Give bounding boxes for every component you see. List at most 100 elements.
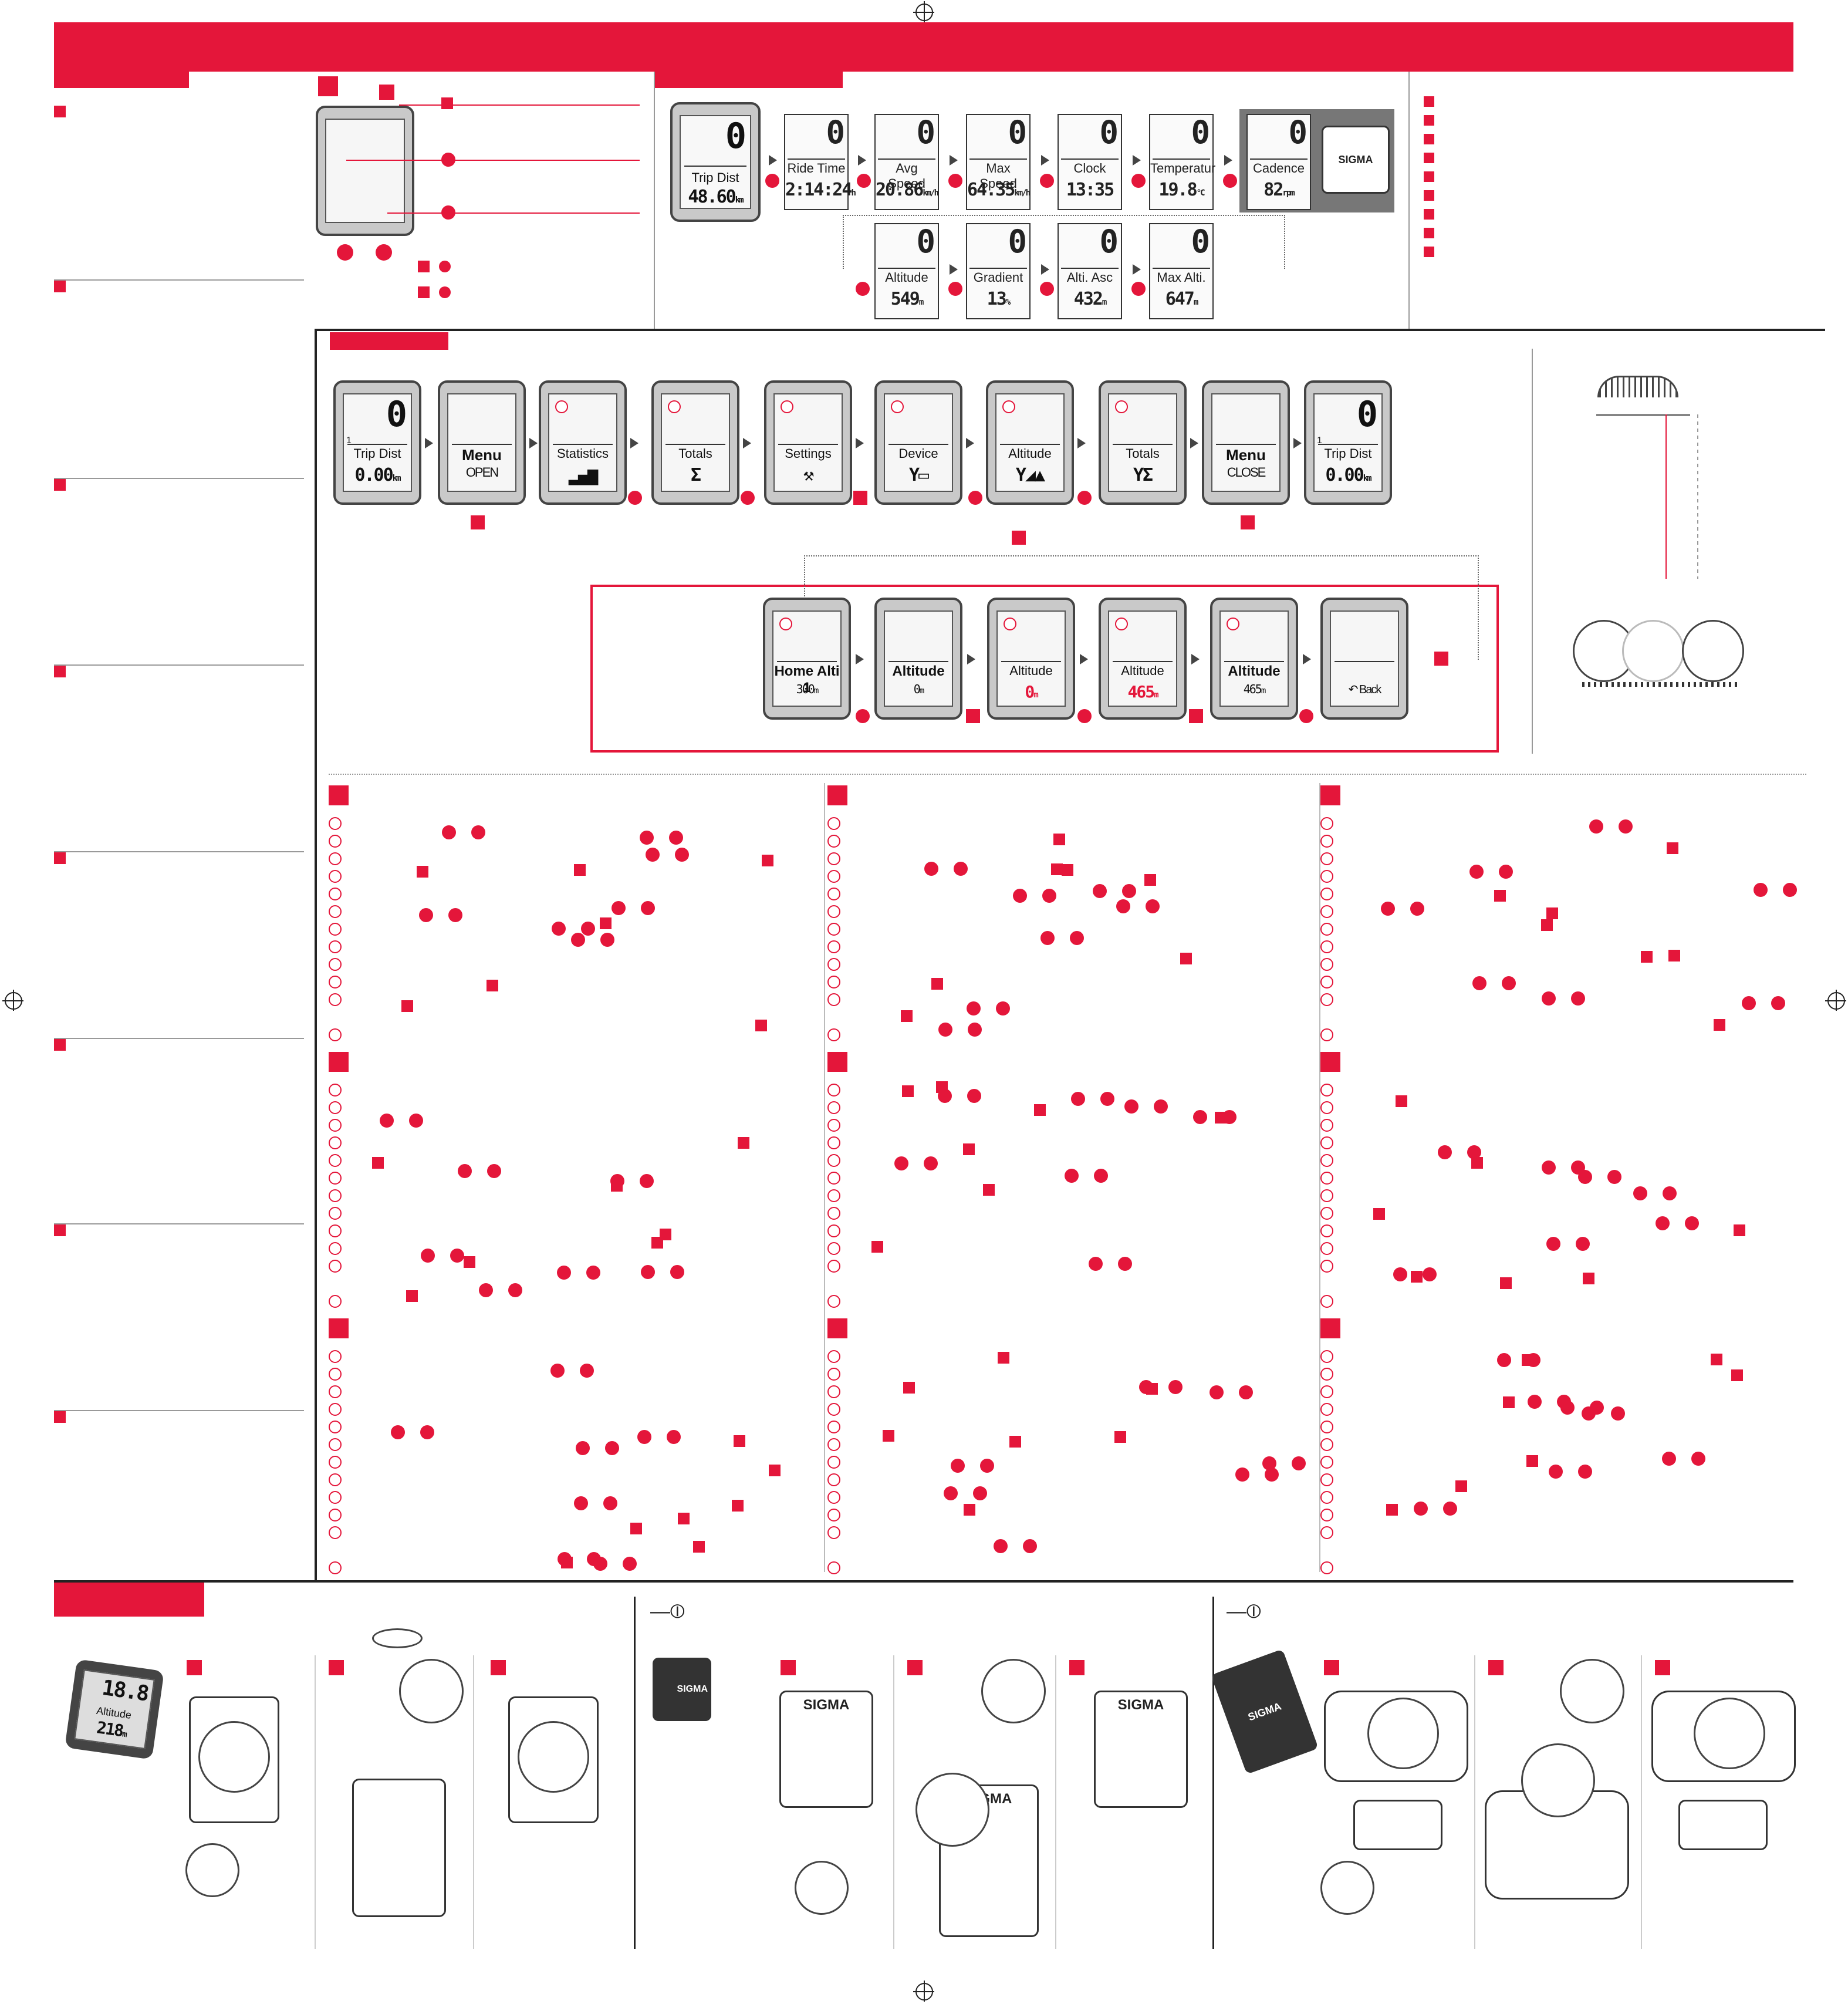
menu-label: Altitude [1008,446,1052,461]
grid-dot-0-1-10 [1116,899,1130,913]
grid-dot-0-0-2 [552,922,566,936]
ride-time-big: 0 [826,114,845,151]
grid-ring-2-2-0 [1320,1350,1333,1363]
right-list-marker-3 [1424,134,1434,144]
left-marker-5 [54,852,66,864]
grid-dot-0-2-4 [1542,991,1556,1006]
menu-selector-ring [1002,400,1015,413]
u: km/h [1014,188,1031,198]
v: 64.35 [967,180,1015,200]
menu-arrow-6 [1077,438,1086,448]
sensor-housing-1: SIGMA [779,1691,873,1808]
grid-ring-2-1-8 [827,1491,840,1504]
grid-dot-0-2-10 [1742,996,1756,1010]
grid-ring-1-1-1 [827,1101,840,1114]
overview-dot-r2-0 [856,282,870,296]
grid-divider-2 [1319,783,1320,1572]
menu-sep [347,444,407,445]
grid-dot-pair-2-1-12 [1265,1467,1279,1482]
menu-label: Device [898,446,938,461]
grid-ring-1-2-2 [1320,1119,1333,1132]
overview-arrow-4 [1041,155,1049,166]
grad-value: 13% [967,289,1029,309]
grid-square-2-0-7 [769,1465,781,1476]
grid-dot-pair-2-2-6 [1557,1395,1571,1409]
menu-value: 0.00km [1315,465,1381,485]
battery-cell-1 [185,1843,239,1897]
altitude-value-text: 300 [796,682,815,696]
grid-dot-0-2-12 [1589,819,1603,834]
right-list-marker-1 [1424,96,1434,107]
grid-dot-2-1-12 [1235,1467,1249,1482]
grid-dot-0-0-8 [646,848,660,862]
grid-dot-1-1-8 [1193,1110,1207,1124]
grid-dot-pair-2-1-0 [1168,1380,1183,1394]
callout-square-1 [441,97,453,109]
altitude-submenu-frame [590,585,1499,753]
menu-sep [1113,444,1173,445]
altitude-sep [888,661,948,662]
grid-ring-1-1-5 [827,1172,840,1185]
tire-icon [1597,376,1678,397]
grid-ring-0-1-7 [827,940,840,953]
menu-arrow-4 [856,438,864,448]
grid-square-1-0-5 [406,1290,418,1302]
grid-square-0-0-13 [762,855,773,866]
grid-ring-2-2-11 [1320,1561,1333,1574]
altitude-button-marker-3 [1189,709,1203,723]
altitude-arrow-3 [1191,654,1200,664]
grid-ring-2-2-4 [1320,1421,1333,1433]
grid-ring-2-0-10 [329,1526,342,1539]
grid-ring-1-0-3 [329,1136,342,1149]
altitude-value-text: 465 [1127,682,1155,701]
grid-panel-header-2-1 [827,1318,847,1338]
back-text: Back [1359,683,1381,696]
overview-next-dot [765,174,779,188]
grid-square-1-2-13 [1734,1224,1745,1236]
sensor-brand-text: SIGMA [1338,154,1373,166]
grid-square-2-0-1 [734,1435,745,1447]
menu-button-marker-6 [1241,515,1255,529]
altitude-arrow-0 [856,654,864,664]
altitude-sep [777,661,837,662]
grid-square-2-1-7 [964,1504,975,1516]
altitude-display-5: ↶ Back [1320,598,1408,720]
grid-panel-header-0-1 [827,785,847,805]
altitude-sep [1224,661,1284,662]
grid-square-0-0-7 [574,864,586,876]
device-overview [316,106,414,236]
altitude-connector [804,555,1479,660]
grid-ring-1-0-7 [329,1207,342,1220]
right-list-marker-6 [1424,190,1434,201]
menu-label: Statistics [556,446,609,461]
grid-dot-1-0-12 [641,1265,655,1279]
overview-main-label: Trip Dist [691,170,739,185]
left-rule-2 [54,279,304,281]
overview-main-display: 0 Trip Dist 48.60km [670,102,761,222]
altitude-selector-ring [1115,618,1128,630]
right-list-marker-4 [1424,153,1434,163]
device-marker-a [318,76,338,96]
menu-screen: Statistics▂▄▆ [548,393,617,492]
u: km/h [923,188,939,198]
grid-square-0-2-1 [1641,951,1653,963]
grid-square-1-1-1 [902,1085,914,1097]
clock-big: 0 [1099,114,1119,151]
overview-dot-r2-1 [948,282,962,296]
menu-selector-ring [891,400,904,413]
grid-dot-pair-1-2-6 [1467,1145,1481,1159]
overview-dot-4 [1040,174,1054,188]
altitude-selector-ring [779,618,792,630]
sep [788,158,845,160]
grid-dot-pair-0-1-4 [1122,884,1136,898]
registration-mark-bottom [913,1981,934,2002]
left-marker-7 [54,1224,66,1236]
overview-alti-asc: 0 Alti. Asc 432m [1058,223,1122,319]
grid-square-0-2-7 [1667,842,1678,854]
grid-square-2-2-1 [1526,1455,1538,1467]
main-frame-bottom [54,1580,1793,1583]
